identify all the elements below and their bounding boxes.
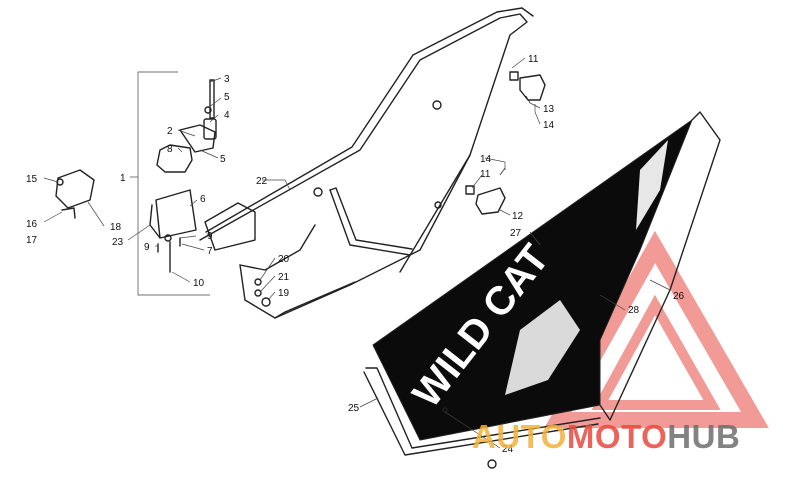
callout-27: 27 [510, 228, 522, 239]
callout-28: 28 [628, 305, 640, 316]
callout-14b: 14 [480, 154, 492, 165]
watermark-triangle-logo [544, 230, 769, 428]
callout-10: 10 [193, 278, 205, 289]
callout-15: 15 [26, 174, 38, 185]
callout-16: 16 [26, 219, 38, 230]
callout-7: 7 [207, 246, 213, 257]
callout-5b: 5 [220, 154, 226, 165]
callout-22: 22 [256, 176, 268, 187]
callout-11b: 11 [480, 169, 491, 180]
callout-26: 26 [673, 291, 685, 302]
door-frame [199, 7, 534, 319]
upper-hinge-bracket [509, 71, 546, 104]
watermark-part-moto: MOTO [567, 418, 667, 455]
callout-11a: 11 [528, 54, 539, 65]
callout-labels: 1 2 3 4 5 5 6 7 8 9 9 10 11 11 12 13 14 … [26, 54, 685, 455]
callout-14a: 14 [543, 120, 555, 131]
callout-4: 4 [224, 110, 230, 121]
watermark-part-hub: HUB [667, 418, 740, 455]
callout-1: 1 [120, 173, 126, 184]
callout-5a: 5 [224, 92, 230, 103]
callout-20: 20 [278, 254, 290, 265]
callout-23: 23 [112, 237, 124, 248]
callout-8: 8 [167, 144, 173, 155]
svg-text:AUTOMOTOHUB: AUTOMOTOHUB [472, 418, 740, 455]
callout-19: 19 [278, 288, 290, 299]
callout-2: 2 [167, 126, 173, 137]
callout-3: 3 [224, 74, 230, 85]
callout-25: 25 [348, 403, 360, 414]
callout-21: 21 [278, 272, 290, 283]
lower-hinge-bracket [465, 167, 506, 215]
callout-6: 6 [200, 194, 206, 205]
leader-lines [43, 57, 671, 449]
watermark-part-auto: AUTO [472, 418, 567, 455]
callout-9b: 9 [207, 231, 213, 242]
callout-18: 18 [110, 222, 122, 233]
callout-9a: 9 [144, 242, 150, 253]
callout-13: 13 [543, 104, 555, 115]
callout-12: 12 [512, 211, 524, 222]
callout-24: 24 [502, 444, 514, 455]
trim-strip [363, 367, 601, 456]
watermark-brand: AUTOMOTOHUB [472, 418, 740, 455]
callout-17: 17 [26, 235, 38, 246]
latch-assembly [55, 79, 217, 273]
group-bracket [137, 71, 210, 296]
